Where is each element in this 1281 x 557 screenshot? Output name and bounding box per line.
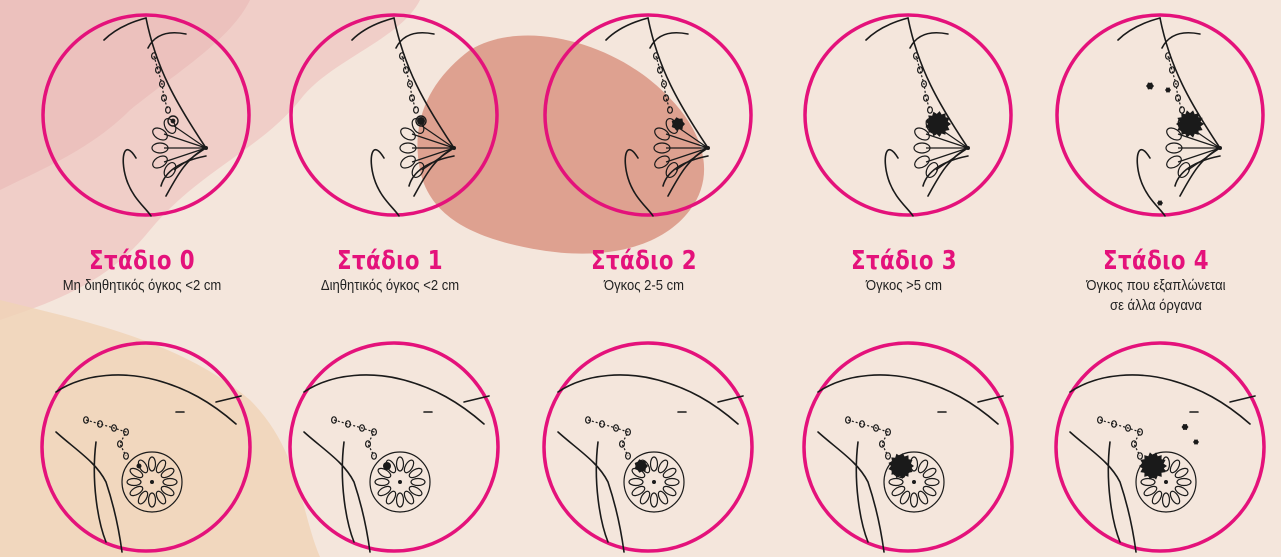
stage-label: Στάδιο 3 Όγκος >5 cm (784, 246, 1024, 296)
nipple (204, 146, 208, 150)
nipple (398, 480, 402, 484)
lymph-vessel (1168, 56, 1182, 110)
milk-ducts (151, 117, 206, 180)
stage-column-0: Στάδιο 0 Μη διηθητικός όγκος <2 cm (22, 0, 262, 557)
lymph-vessel (848, 420, 888, 456)
tumor-mark (672, 117, 685, 131)
tumor-mark (1165, 87, 1171, 92)
stage-description: Διηθητικός όγκος <2 cm (282, 276, 498, 296)
breast-front-diagram (1050, 332, 1270, 554)
breast-side-diagram (284, 8, 504, 223)
frame-circle (805, 15, 1011, 215)
lymph-node (658, 67, 663, 73)
breast-side-diagram (36, 8, 256, 223)
stage-label: Στάδιο 0 Μη διηθητικός όγκος <2 cm (22, 246, 262, 296)
milk-ducts (399, 117, 454, 180)
tumor-mark (1157, 200, 1163, 205)
lymph-node (1180, 107, 1185, 113)
nipple (912, 480, 916, 484)
stage-column-1: Στάδιο 1 Διηθητικός όγκος <2 cm (270, 0, 510, 557)
frame-circle (43, 15, 249, 215)
lymph-node (404, 67, 409, 73)
tumor-mark (1182, 424, 1189, 430)
nipple (652, 480, 656, 484)
nipple (452, 146, 456, 150)
nipple (966, 146, 970, 150)
stage-title: Στάδιο 4 (1058, 246, 1255, 276)
stage-column-2: Στάδιο 2 Όγκος 2-5 cm (524, 0, 764, 557)
lymph-vessel (1100, 420, 1140, 456)
stage-label: Στάδιο 1 Διηθητικός όγκος <2 cm (270, 246, 510, 296)
lymph-node (366, 441, 371, 447)
stage-description: Όγκος 2-5 cm (536, 276, 752, 296)
tumor-mark (383, 462, 391, 470)
stage-title: Στάδιο 0 (44, 246, 241, 276)
lymph-vessel (916, 56, 930, 110)
stage-title: Στάδιο 3 (806, 246, 1003, 276)
breast-side-diagram (538, 8, 758, 223)
lymph-node (1132, 441, 1137, 447)
tumor-mark (888, 453, 914, 479)
tumor-mark (137, 464, 142, 469)
nipple (1218, 146, 1222, 150)
lymph-vessel (402, 56, 416, 110)
lymph-node (928, 107, 933, 113)
stage-title: Στάδιο 1 (292, 246, 489, 276)
breast-front-diagram (798, 332, 1018, 554)
nipple (1164, 480, 1168, 484)
tumor-mark (171, 119, 176, 124)
breast-side-diagram (1050, 8, 1270, 223)
lymph-node (166, 107, 171, 113)
lymph-vessel (334, 420, 374, 456)
breast-side-diagram (798, 8, 1018, 223)
frame-circle (291, 15, 497, 215)
breast-front-diagram (36, 332, 256, 554)
tumor-mark (1193, 439, 1199, 444)
tumor-mark (1146, 83, 1154, 90)
stage-label: Στάδιο 2 Όγκος 2-5 cm (524, 246, 764, 296)
lymph-node (668, 107, 673, 113)
frame-circle (545, 15, 751, 215)
tumor-mark (417, 117, 425, 125)
lymph-node (414, 107, 419, 113)
stage-description: Όγκος >5 cm (796, 276, 1012, 296)
nipple (150, 480, 154, 484)
breast-front-diagram (538, 332, 758, 554)
lymph-node (620, 441, 625, 447)
body-outline (866, 18, 968, 216)
lymph-node (918, 67, 923, 73)
body-outline (1118, 18, 1220, 216)
lymph-node (156, 67, 161, 73)
lymph-node (880, 441, 885, 447)
stage-title: Στάδιο 2 (546, 246, 743, 276)
nipple (706, 146, 710, 150)
lymph-node (118, 441, 123, 447)
frame-circle (1057, 15, 1263, 215)
lymph-node (1170, 67, 1175, 73)
stage-description: Μη διηθητικός όγκος <2 cm (34, 276, 250, 296)
tumor-mark (1139, 452, 1167, 479)
body-outline (104, 18, 206, 216)
body-outline (352, 18, 454, 216)
stage-column-3: Στάδιο 3 Όγκος >5 cm (784, 0, 1024, 557)
lymph-vessel (154, 56, 168, 110)
lymph-vessel (86, 420, 126, 456)
body-outline (606, 18, 708, 216)
stage-label: Στάδιο 4 Όγκος που εξαπλώνεται σε άλλα ό… (1036, 246, 1276, 316)
stage-description: Όγκος που εξαπλώνεται σε άλλα όργανα (1048, 276, 1264, 316)
lymph-vessel (656, 56, 670, 110)
stage-column-4: Στάδιο 4 Όγκος που εξαπλώνεται σε άλλα ό… (1036, 0, 1276, 557)
lymph-vessel (588, 420, 628, 456)
breast-front-diagram (284, 332, 504, 554)
